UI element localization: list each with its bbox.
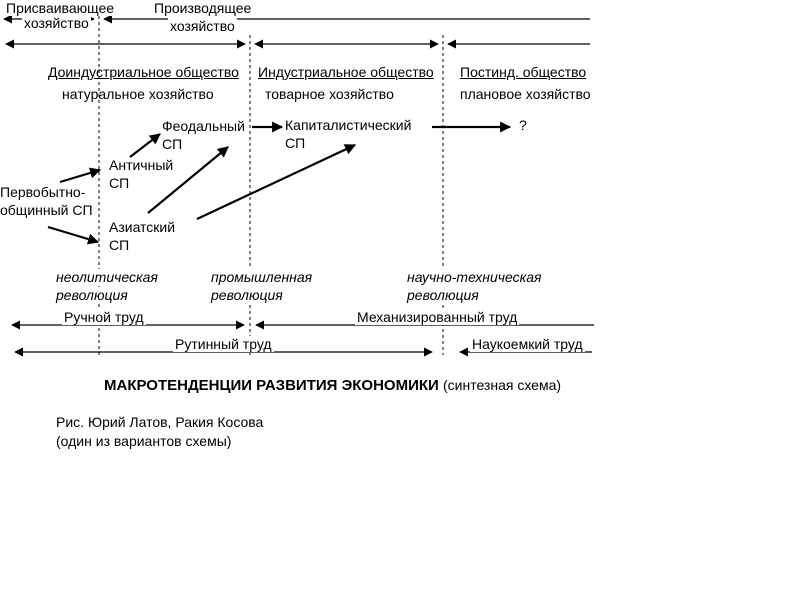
arrow-primitive-asiatic: [47, 225, 100, 245]
routine-labor-label: Рутинный труд: [173, 336, 274, 352]
scitech-revolution-line1: научно-техническая: [405, 269, 544, 285]
postindustrial-economy-label: плановое хозяйство: [460, 86, 591, 102]
industrial-economy-label: товарное хозяйство: [265, 86, 394, 102]
capitalist-mode-line1: Капиталистический: [285, 117, 412, 133]
feudal-mode-line1: Феодальный: [162, 118, 245, 134]
producing-label-line2: хозяйство: [168, 18, 237, 34]
manual-labor-label: Ручной труд: [62, 309, 146, 325]
preindustrial-society-label: Доиндустриальное общество: [48, 64, 239, 80]
industrial-revolution-line1: промышленная: [209, 269, 315, 285]
knowledge-labor-label: Наукоемкий труд: [470, 336, 585, 352]
appropriating-label-line1: Присваивающее: [4, 0, 117, 16]
scitech-revolution-line2: революция: [405, 287, 481, 303]
capitalist-mode-line2: СП: [285, 135, 306, 151]
arrow-asiatic-capitalist: [196, 144, 356, 220]
figure-note: (один из вариантов схемы): [56, 433, 232, 449]
primitive-mode-line2: общинный СП: [0, 202, 93, 218]
unknown-future-mode: ?: [519, 117, 527, 133]
arrow-asiatic-feudal: [147, 146, 229, 214]
economy-type-arrows: [3, 14, 590, 49]
industrial-revolution-line2: революция: [209, 287, 285, 303]
antique-mode-line1: Античный: [109, 157, 174, 173]
postindustrial-society-label: Постинд. общество: [460, 64, 587, 80]
primitive-mode-line1: Первобытно-: [0, 184, 86, 200]
asiatic-mode-line2: СП: [109, 237, 130, 253]
industrial-society-label: Индустриальное общество: [258, 64, 434, 80]
labor-arrows: [11, 320, 594, 357]
neolithic-revolution-line1: неолитическая: [54, 269, 160, 285]
asiatic-mode-line1: Азиатский: [109, 219, 176, 235]
antique-mode-line2: СП: [109, 175, 130, 191]
figure-title-text: МАКРОТЕНДЕНЦИИ РАЗВИТИЯ ЭКОНОМИКИ: [104, 377, 439, 394]
transition-arrows: [47, 121, 512, 245]
preindustrial-economy-label: натуральное хозяйство: [62, 86, 214, 102]
figure-credit: Рис. Юрий Латов, Ракия Косова: [56, 414, 264, 430]
figure-title: МАКРОТЕНДЕНЦИИ РАЗВИТИЯ ЭКОНОМИКИ (синте…: [104, 377, 561, 394]
arrow-antique-feudal: [129, 133, 161, 158]
arrow-primitive-antique: [59, 167, 102, 184]
feudal-mode-line2: СП: [162, 136, 183, 152]
producing-label-line1: Производящее: [152, 0, 254, 16]
figure-subtitle: (синтезная схема): [442, 377, 562, 393]
appropriating-label-line2: хозяйство: [22, 15, 91, 31]
mechanized-labor-label: Механизированный труд: [355, 309, 520, 325]
era-dividers: [98, 10, 444, 355]
neolithic-revolution-line2: революция: [54, 287, 130, 303]
